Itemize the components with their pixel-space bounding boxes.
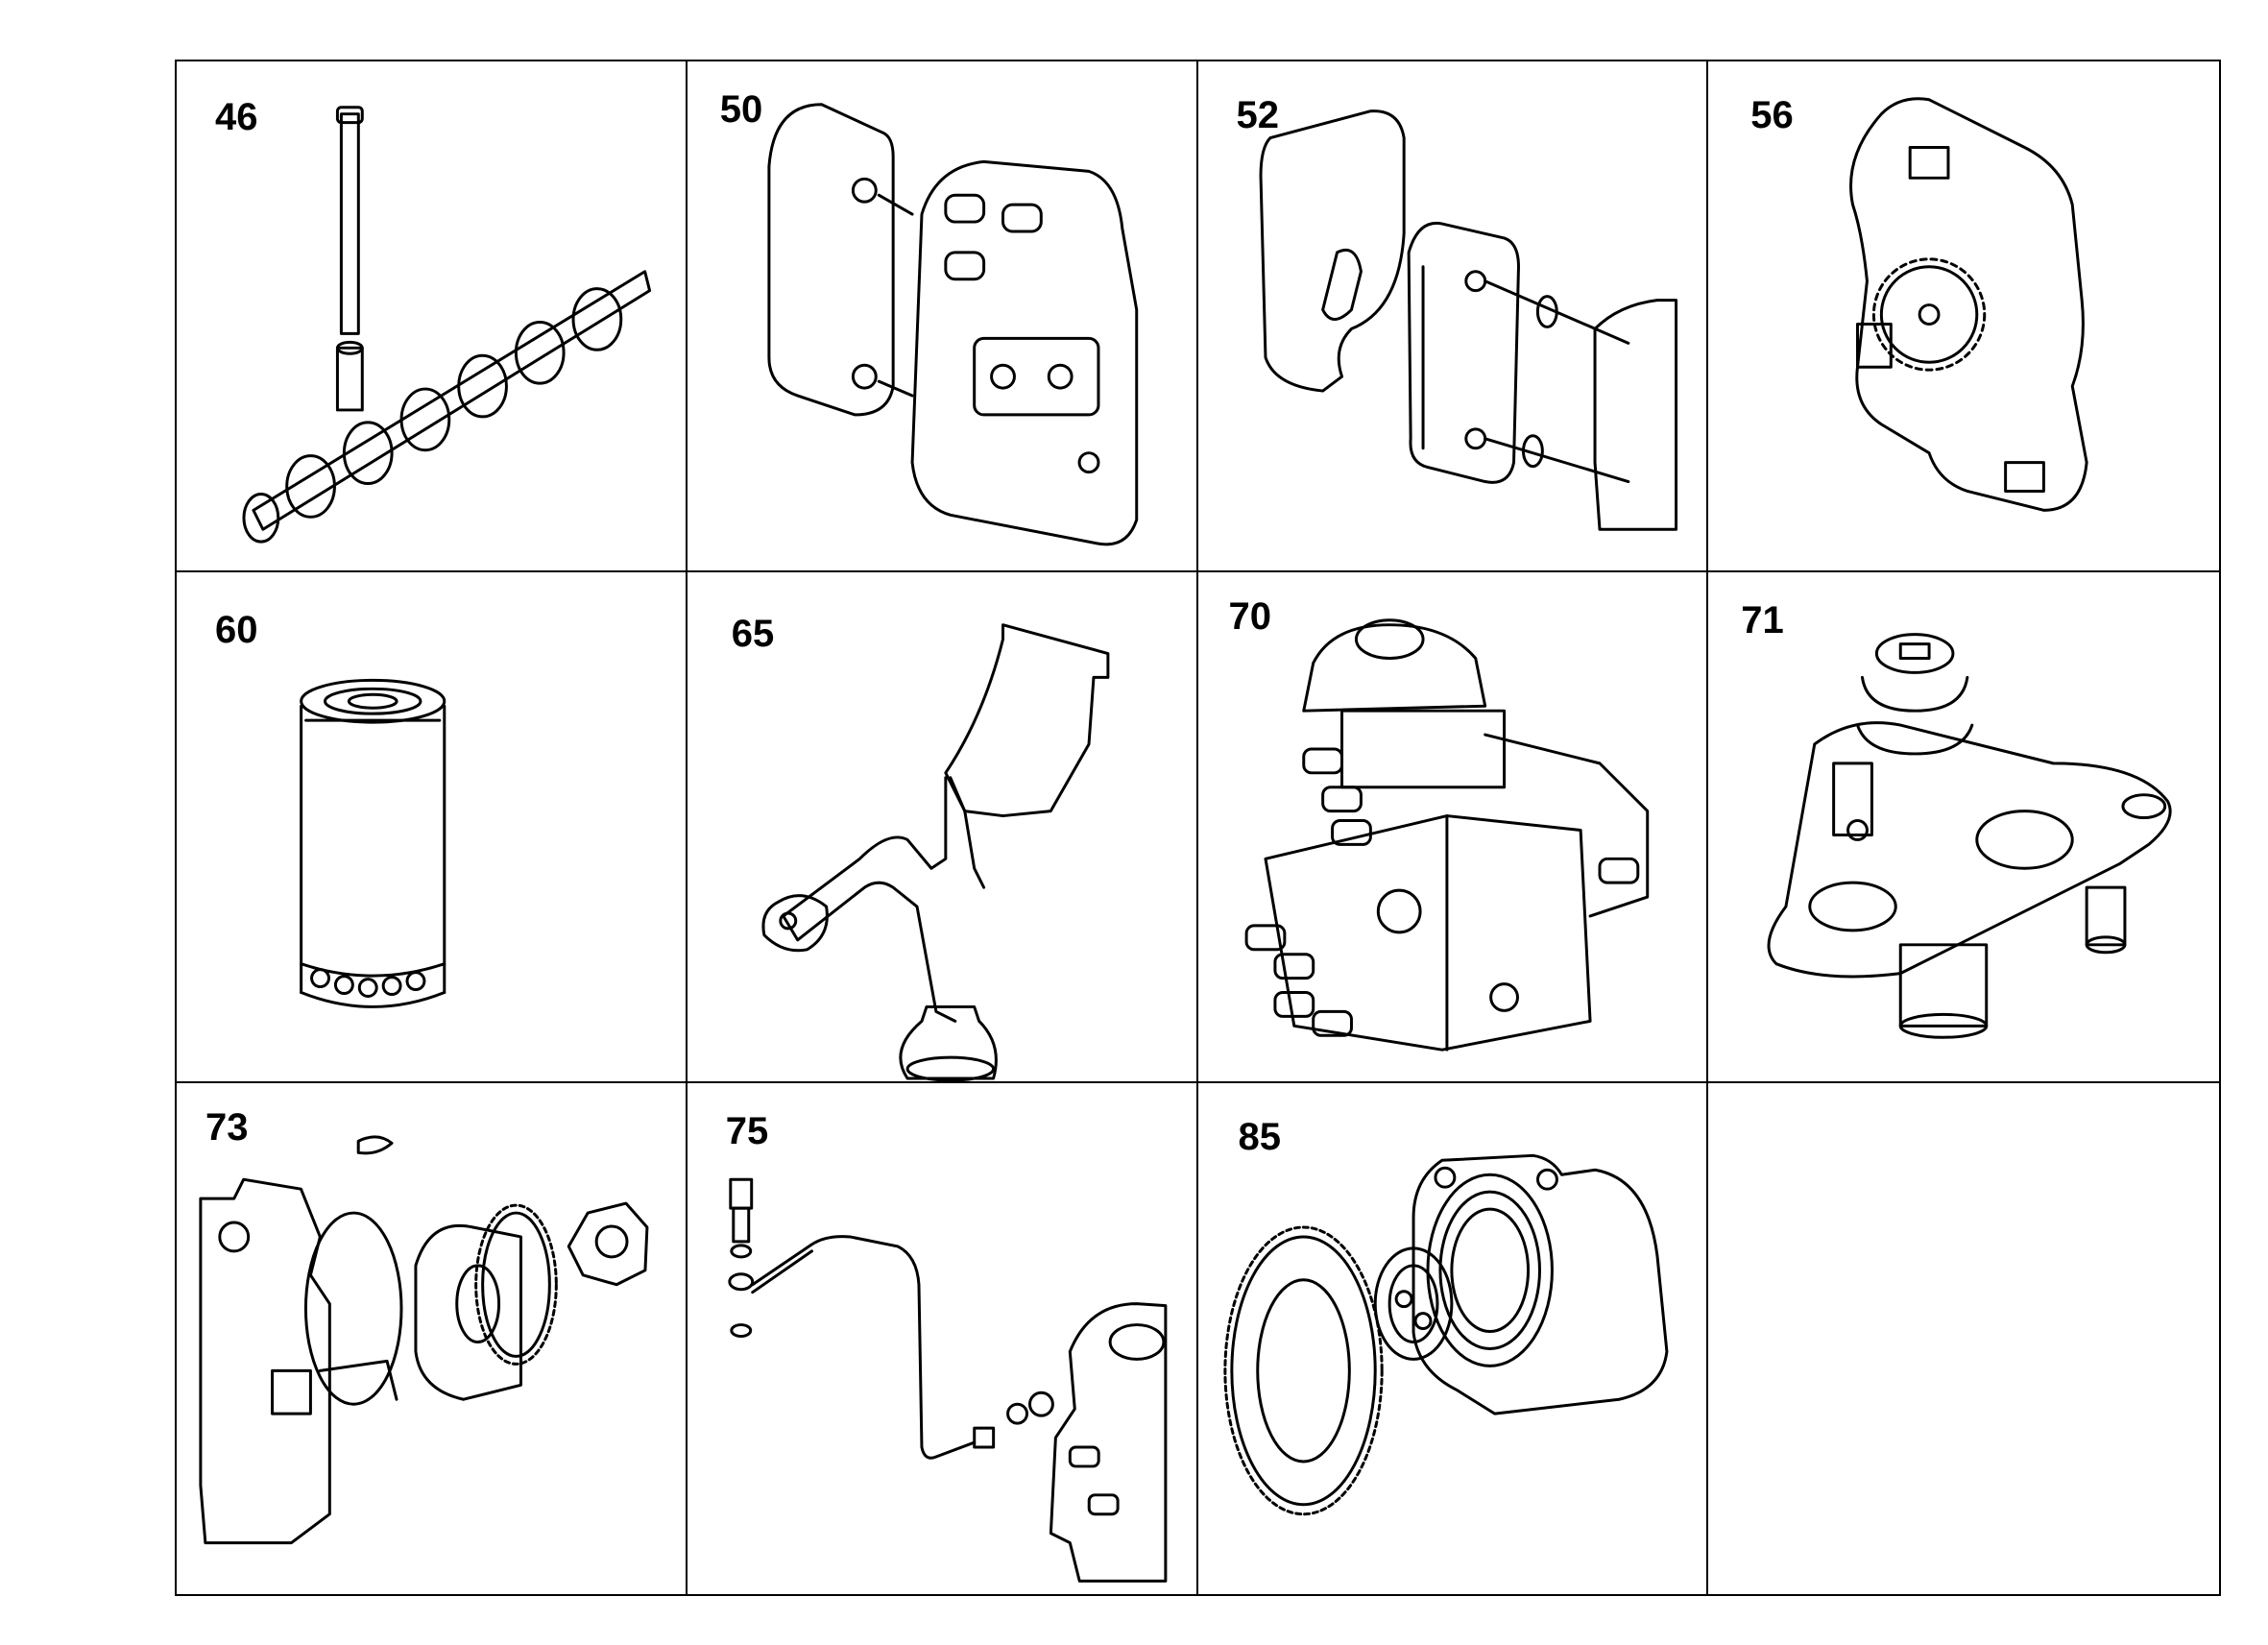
part-number: 56 bbox=[1750, 94, 1794, 136]
part-cell-85[interactable]: 85 bbox=[1198, 1083, 1709, 1594]
part-cell-65[interactable]: 65 bbox=[687, 572, 1198, 1083]
part-number: 52 bbox=[1236, 94, 1280, 136]
part-number: 60 bbox=[215, 609, 258, 651]
pump-drive-gear-icon bbox=[199, 1135, 649, 1545]
oil-cooler-housing-icon bbox=[767, 103, 1138, 546]
part-number: 65 bbox=[731, 613, 775, 655]
part-number: 71 bbox=[1741, 599, 1784, 641]
part-number: 46 bbox=[215, 96, 258, 138]
empty-cell bbox=[1708, 1083, 2219, 1594]
part-cell-73[interactable]: 73 bbox=[177, 1083, 688, 1594]
oil-filter-icon bbox=[300, 678, 446, 1008]
vacuum-pump-icon bbox=[1222, 1153, 1668, 1516]
oil-pump-gear-icon bbox=[1849, 97, 2088, 512]
pump-bracket-icon bbox=[1767, 633, 2172, 1039]
oil-cooler-gasket-icon bbox=[1259, 109, 1677, 531]
part-number: 50 bbox=[719, 88, 763, 131]
injection-pump-icon bbox=[1244, 618, 1649, 1052]
part-cell-70[interactable]: 70 bbox=[1197, 572, 1709, 1083]
part-cell-75[interactable]: 75 bbox=[688, 1083, 1198, 1594]
part-cell-50[interactable]: 50 bbox=[687, 61, 1198, 572]
oil-suction-pipe-icon bbox=[761, 623, 1110, 1081]
fuel-line-icon bbox=[728, 1177, 1168, 1583]
part-number: 85 bbox=[1238, 1116, 1282, 1158]
part-number: 75 bbox=[725, 1110, 769, 1152]
part-number: 70 bbox=[1228, 595, 1272, 638]
part-cell-60[interactable]: 60 bbox=[177, 572, 688, 1083]
part-number: 73 bbox=[205, 1106, 249, 1149]
part-cell-71[interactable]: 71 bbox=[1708, 572, 2219, 1083]
camshaft-pushrod-icon bbox=[242, 106, 652, 544]
parts-grid: 46 50 bbox=[175, 60, 2221, 1596]
part-cell-56[interactable]: 56 bbox=[1708, 61, 2219, 572]
part-cell-46[interactable]: 46 bbox=[177, 61, 688, 572]
part-cell-52[interactable]: 52 bbox=[1197, 61, 1709, 572]
